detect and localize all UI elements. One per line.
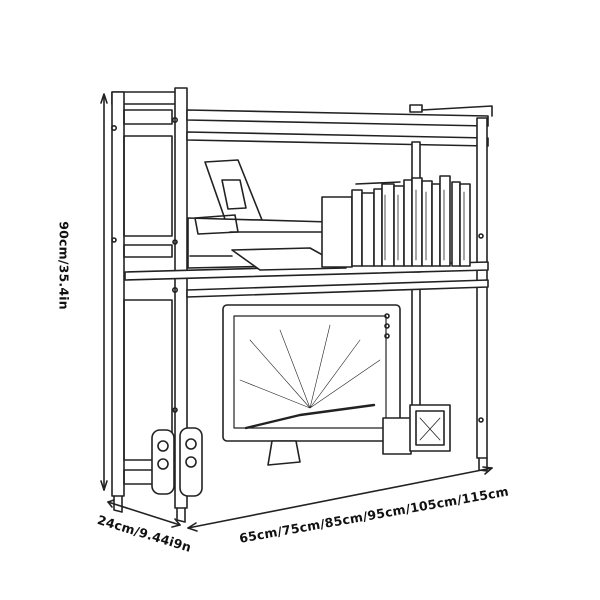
monitor-sketch — [222, 304, 401, 466]
top-shelf-rail — [186, 104, 493, 147]
printer-sketch — [187, 159, 347, 271]
speakers-sketch — [151, 427, 203, 497]
left-side-frame — [111, 87, 188, 523]
picture-frames-sketch — [382, 404, 451, 455]
depth-dimension-arrow — [107, 499, 181, 528]
books-sketch — [321, 175, 471, 268]
width-dimension-arrow — [187, 466, 493, 532]
height-dimension-arrow — [100, 93, 108, 491]
height-dimension-label: 90cm/35.4in — [56, 221, 72, 310]
